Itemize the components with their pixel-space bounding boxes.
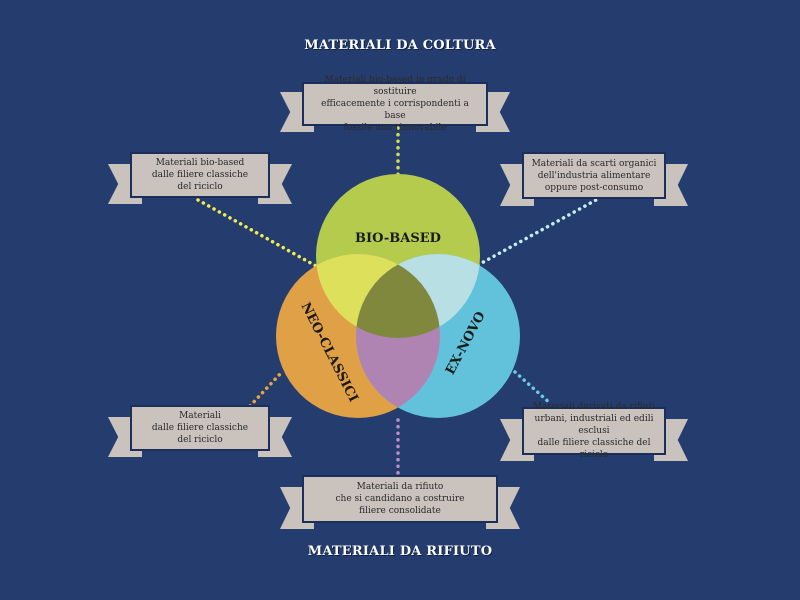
heading-materiali-da-coltura: MATERIALI DA COLTURA — [304, 38, 496, 53]
ribbon-text-lower-left: Materiali dalle filiere classiche del ri… — [151, 411, 249, 445]
ribbon-upper-left: Materiali bio-based dalle filiere classi… — [108, 152, 292, 206]
ribbon-text-top: Materiali bio-based in grado di sostitui… — [321, 75, 469, 133]
ribbon-lower-right: Materiali derivati da rifiuti urbani, in… — [500, 402, 688, 463]
connector-lower-right — [513, 370, 553, 406]
ribbon-text-upper-left: Materiali bio-based dalle filiere classi… — [151, 158, 249, 192]
ribbon-upper-right: Materiali da scarti organici dell'indust… — [500, 152, 688, 208]
connector-upper-left — [196, 198, 318, 268]
connector-lower-left — [248, 371, 283, 408]
ribbon-panel: Materiali derivati da rifiuti urbani, in… — [522, 402, 666, 460]
ribbon-panel: Materiali dalle filiere classiche del ri… — [130, 405, 270, 451]
connector-upper-right — [476, 198, 598, 267]
label-bio-based: BIO-BASED — [355, 231, 441, 246]
ribbon-lower-left: Materiali dalle filiere classiche del ri… — [108, 405, 292, 459]
heading-materiali-da-rifiuto: MATERIALI DA RIFIUTO — [307, 544, 493, 559]
ribbon-panel: Materiali da scarti organici dell'indust… — [522, 152, 666, 199]
ribbon-top: Materiali bio-based in grado di sostitui… — [280, 75, 510, 134]
ribbon-panel: Materiali bio-based dalle filiere classi… — [130, 152, 270, 198]
ribbon-bottom: Materiali da rifiuto che si candidano a … — [280, 475, 520, 531]
ribbon-text-lower-right: Materiali derivati da rifiuti urbani, in… — [532, 402, 656, 460]
ribbon-panel: Materiali da rifiuto che si candidano a … — [302, 475, 498, 523]
ribbon-text-bottom: Materiali da rifiuto che si candidano a … — [335, 482, 465, 516]
ribbon-panel: Materiali bio-based in grado di sostitui… — [302, 75, 488, 133]
ribbon-text-upper-right: Materiali da scarti organici dell'indust… — [531, 158, 657, 193]
